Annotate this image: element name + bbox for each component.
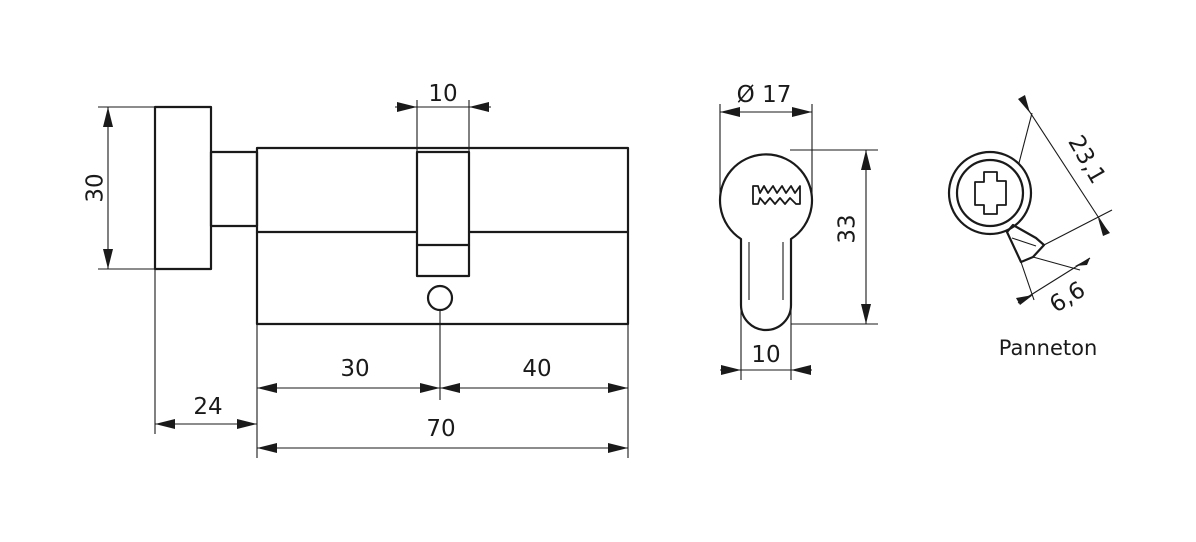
cam-lobe	[1005, 223, 1046, 264]
ext-line	[1043, 209, 1113, 246]
dim-profile-width: 10	[751, 342, 780, 368]
arrow-head	[608, 443, 628, 453]
arrow-head	[420, 383, 440, 393]
dim-left-length: 30	[340, 356, 369, 382]
dim-profile-height: 33	[835, 214, 861, 243]
thumb-turn-knob	[153, 105, 213, 271]
arrow-head	[155, 419, 175, 429]
front-profile-view: Ø 17 33 10	[718, 82, 878, 380]
dim-knob-height: 30	[83, 173, 109, 202]
cam-slot	[415, 150, 471, 278]
arrow-head	[257, 383, 277, 393]
cam-caption: Panneton	[999, 336, 1098, 360]
arrow-head	[440, 383, 460, 393]
arrow-head	[103, 107, 113, 127]
arrow-head	[1098, 218, 1110, 236]
dim-total-length: 70	[426, 416, 455, 442]
dim-line	[1021, 99, 1109, 233]
dim-cam-width: 10	[428, 81, 457, 107]
side-view: 30 10 30 40 24 70	[83, 81, 630, 458]
arrow-head	[792, 107, 812, 117]
arrow-head	[237, 419, 257, 429]
keyway-icon	[752, 185, 801, 205]
ext-line	[1020, 261, 1035, 301]
cam-view: 23,1 6,6 Panneton	[947, 95, 1113, 360]
dim-cam-radius: 23,1	[1062, 131, 1110, 188]
arrow-head	[103, 249, 113, 269]
cam-keyhole	[974, 171, 1007, 215]
screw-hole	[426, 284, 454, 312]
ext-line	[1032, 256, 1081, 271]
arrow-head	[720, 107, 740, 117]
arrow-head	[861, 150, 871, 170]
cam-outer-circle	[947, 150, 1033, 236]
arrow-head	[791, 365, 811, 375]
arrow-head	[721, 365, 741, 375]
dim-right-length: 40	[522, 356, 551, 382]
dim-diameter: Ø 17	[737, 82, 792, 108]
dim-knob-offset: 24	[193, 394, 222, 420]
cam-lobe-line	[1011, 237, 1037, 247]
arrow-head	[469, 102, 489, 112]
arrow-head	[861, 304, 871, 324]
arrow-head	[257, 443, 277, 453]
arrow-head	[1018, 95, 1030, 113]
knob-spindle	[209, 150, 259, 228]
arrow-head	[397, 102, 417, 112]
arrow-head	[1075, 258, 1090, 266]
arrow-head	[1016, 295, 1033, 305]
ext-line	[1018, 112, 1033, 164]
dim-cam-thickness: 6,6	[1045, 277, 1090, 318]
cylinder-body	[255, 146, 630, 326]
cam-inner-circle	[955, 158, 1025, 228]
arrow-head	[608, 383, 628, 393]
profile-outline	[718, 153, 814, 332]
